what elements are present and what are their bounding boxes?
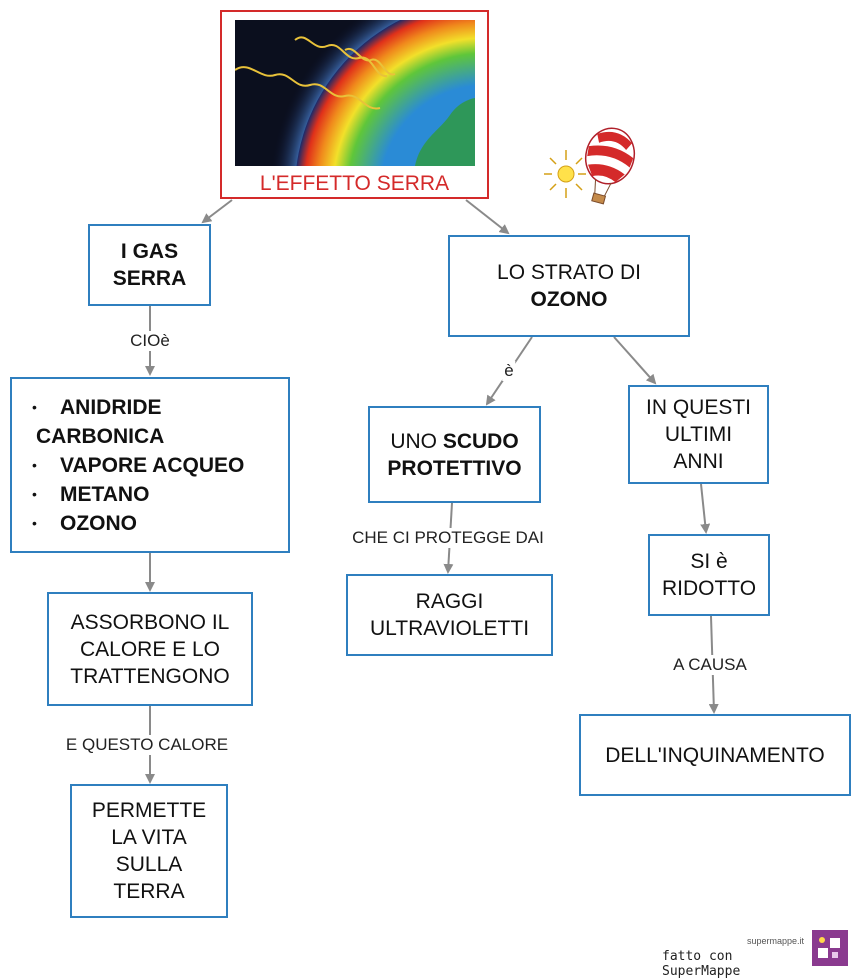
arrow-strato-to-questi <box>613 336 657 385</box>
arrow-title-to-strato <box>465 199 510 235</box>
gas-serra-line1: I GAS <box>120 240 179 263</box>
node-raggi: RAGGI ULTRAVIOLETTI <box>346 574 553 656</box>
node-questi: IN QUESTI ULTIMI ANNI <box>628 385 769 484</box>
gas-list-item: •ANIDRIDE <box>32 395 162 419</box>
gas-list-item: •OZONO <box>32 511 137 535</box>
ridotto-line2: RIDOTTO <box>661 577 757 600</box>
permette-line1: PERMETTE <box>91 799 207 822</box>
arrow-title-to-gas <box>201 199 233 224</box>
scudo-line1: UNO SCUDO <box>390 428 518 455</box>
raggi-line2: ULTRAVIOLETTI <box>369 617 530 640</box>
title-node: L'EFFETTO SERRA <box>220 10 489 199</box>
questi-line3: ANNI <box>673 450 724 473</box>
permette-line3: SULLA <box>115 853 183 876</box>
scudo-line2: PROTETTIVO <box>387 456 522 480</box>
node-strato-ozono: LO STRATO DI OZONO <box>448 235 690 337</box>
strato-line2: OZONO <box>530 288 608 311</box>
arrow-questi-to-ridotto <box>700 483 711 534</box>
assorbono-line1: ASSORBONO IL <box>70 610 230 634</box>
assorbono-line2: CALORE E LO <box>79 637 221 661</box>
hot-air-balloon-icon <box>544 127 636 205</box>
link-label-a-causa: A CAUSA <box>671 655 749 675</box>
title-label: L'EFFETTO SERRA <box>259 172 450 195</box>
supermappe-logo-icon <box>812 930 848 966</box>
link-label-e-questo-calore: E QUESTO CALORE <box>63 735 231 755</box>
questi-line1: IN QUESTI <box>645 396 751 419</box>
scudo-pre: UNO <box>390 429 443 453</box>
gas-list-item: •VAPORE ACQUEO <box>32 453 245 477</box>
link-label-che-ci-protegge: CHE CI PROTEGGE DAI <box>350 528 546 548</box>
branding-text: fatto con SuperMappe <box>662 949 741 979</box>
link-label-cioe: CIOè <box>128 331 172 351</box>
node-assorbono: ASSORBONO IL CALORE E LO TRATTENGONO <box>47 592 253 706</box>
permette-line4: TERRA <box>113 880 185 903</box>
node-ridotto: SI è RIDOTTO <box>648 534 770 616</box>
node-permette: PERMETTE LA VITA SULLA TERRA <box>70 784 228 918</box>
gas-serra-line2: SERRA <box>112 267 187 290</box>
inquinamento-text: DELL'INQUINAMENTO <box>605 743 825 767</box>
node-gas-list: •ANIDRIDE CARBONICA •VAPORE ACQUEO •META… <box>10 377 290 553</box>
permette-line2: LA VITA <box>111 826 187 849</box>
ridotto-line1: SI è <box>690 550 728 573</box>
gas-list: •ANIDRIDE CARBONICA •VAPORE ACQUEO •META… <box>26 393 274 538</box>
strato-line1: LO STRATO DI <box>497 261 641 284</box>
gas-list-item-continuation: CARBONICA <box>36 424 165 448</box>
supermappe-branding: supermappe.it fatto con SuperMappe <box>662 930 848 979</box>
gas-list-item: •METANO <box>32 482 150 506</box>
branding-url: supermappe.it <box>746 936 804 946</box>
greenhouse-earth-image <box>235 20 475 166</box>
node-gas-serra: I GAS SERRA <box>88 224 211 306</box>
link-label-e: è <box>502 361 516 381</box>
assorbono-line3: TRATTENGONO <box>70 664 230 688</box>
scudo-bold1: SCUDO <box>442 429 519 453</box>
node-inquinamento: DELL'INQUINAMENTO <box>579 714 851 796</box>
node-scudo: UNO SCUDO PROTETTIVO <box>368 406 541 503</box>
questi-line2: ULTIMI <box>664 423 733 446</box>
raggi-line1: RAGGI <box>415 590 484 613</box>
